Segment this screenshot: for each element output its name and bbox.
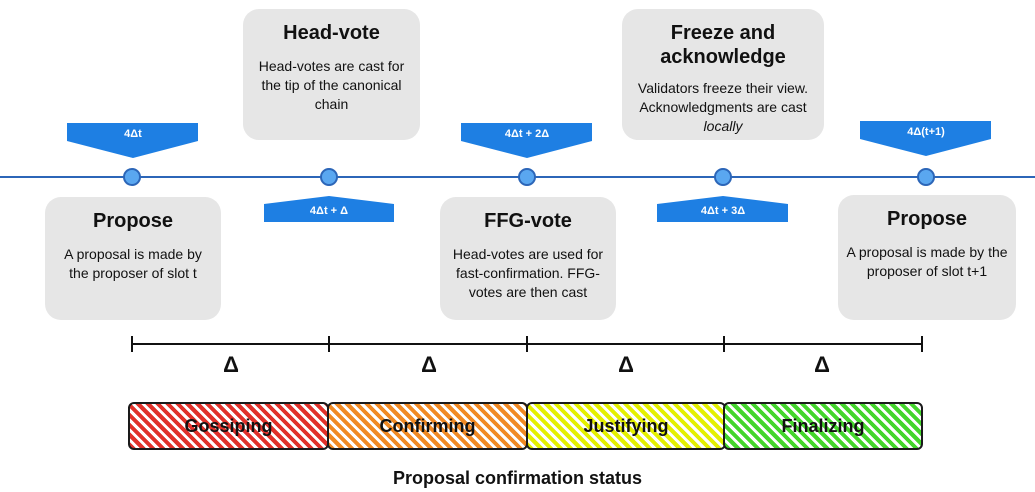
box-description: A proposal is made by the proposer of sl… [64, 246, 202, 281]
box-title: FFG-vote [484, 210, 572, 232]
timeline-node-t0 [123, 168, 141, 186]
slot-label-t0: 4Δt [124, 128, 142, 140]
phase-label: Justifying [583, 415, 669, 436]
phase-justifying: Justifying [526, 402, 726, 450]
box-description-italic: locally [703, 118, 743, 134]
box-description: Head-votes are used for fast-confirmatio… [452, 246, 604, 300]
interval-delta-1: Δ [223, 352, 239, 377]
phase-label: Gossiping [184, 415, 273, 436]
box-title: Propose [886, 208, 968, 230]
slot-tag-t3-shape [657, 196, 788, 222]
interval-delta-3: Δ [618, 352, 634, 377]
box-title: Head-vote [283, 22, 380, 44]
slot-label-t4: 4Δ(t+1) [907, 126, 945, 138]
timeline-node-t3 [714, 168, 732, 186]
phase-label: Finalizing [781, 415, 865, 436]
footer-caption: Proposal confirmation status [392, 468, 643, 488]
box-description: A proposal is made by the proposer of sl… [846, 244, 1008, 279]
interval-delta-2: Δ [421, 352, 437, 377]
freeze-acknowledge-box: Freeze and acknowledge Validators freeze… [622, 9, 824, 140]
ffg-vote-box: FFG-vote Head-votes are used for fast-co… [440, 197, 616, 320]
slot-tag-t1-shape [264, 196, 394, 222]
slot-label-t3: 4Δt + 3Δ [700, 205, 746, 217]
timeline-node-t2 [518, 168, 536, 186]
slot-tag-t0-shape [67, 123, 198, 158]
slot-tag-t4-shape [860, 121, 991, 156]
slot-tag-t2-shape [461, 123, 592, 158]
interval-delta-4: Δ [814, 352, 830, 377]
propose-box-slot-t-plus-1: Propose A proposal is made by the propos… [838, 195, 1016, 320]
timeline-node-t4 [917, 168, 935, 186]
head-vote-box: Head-vote Head-votes are cast for the ti… [243, 9, 420, 140]
slot-label-t1: 4Δt + Δ [309, 205, 349, 217]
box-description-text: Validators freeze their view. Acknowledg… [637, 80, 809, 115]
timeline-node-t1 [320, 168, 338, 186]
phase-confirming: Confirming [327, 402, 528, 450]
propose-box-slot-t: Propose A proposal is made by the propos… [45, 197, 221, 320]
box-title: Propose [92, 210, 174, 232]
slot-label-t2: 4Δt + 2Δ [504, 128, 550, 140]
phase-label: Confirming [379, 415, 476, 436]
box-description: Head-votes are cast for the tip of the c… [258, 58, 405, 112]
box-description: Validators freeze their view. Acknowledg… [622, 79, 824, 136]
phase-finalizing: Finalizing [723, 402, 923, 450]
phase-gossiping: Gossiping [128, 402, 329, 450]
box-title: Freeze and acknowledge [660, 22, 786, 68]
